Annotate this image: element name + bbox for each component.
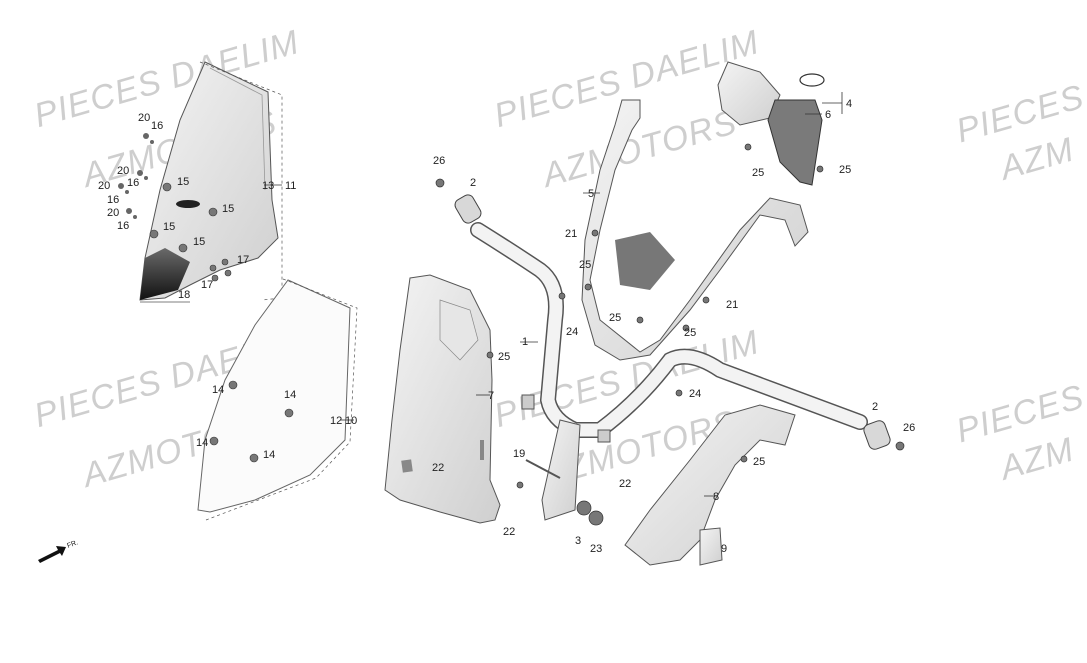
front-direction-arrow: FR. xyxy=(38,539,79,563)
label-20-c: 20 xyxy=(98,180,110,192)
label-25-b: 25 xyxy=(609,312,621,324)
label-26-a: 26 xyxy=(433,155,445,167)
label-1: 1 xyxy=(522,336,528,348)
brand-badge xyxy=(176,200,200,208)
label-11: 11 xyxy=(285,180,296,192)
label-6: 6 xyxy=(825,109,831,121)
label-15-b: 15 xyxy=(222,203,234,215)
label-2-left: 2 xyxy=(470,177,476,189)
label-7: 7 xyxy=(488,390,494,402)
label-4: 4 xyxy=(846,98,852,110)
label-15-d: 15 xyxy=(193,236,205,248)
label-25-f: 25 xyxy=(498,351,510,363)
label-17-a: 17 xyxy=(237,254,249,266)
handle-cover-upper xyxy=(581,99,809,361)
windscreen-upper xyxy=(118,61,283,303)
label-21-a: 21 xyxy=(565,228,577,240)
label-20-b: 20 xyxy=(117,165,129,177)
label-10: 10 xyxy=(345,415,357,427)
label-25-a: 25 xyxy=(579,259,591,271)
bar-end-left xyxy=(454,194,482,224)
label-20-d: 20 xyxy=(107,207,119,219)
label-2-right: 2 xyxy=(872,401,878,413)
label-15-a: 15 xyxy=(177,176,189,188)
label-25-e: 25 xyxy=(839,164,851,176)
label-14-b: 14 xyxy=(284,389,296,401)
label-22-b: 22 xyxy=(503,526,515,538)
label-22-a: 22 xyxy=(432,462,444,474)
front-inner-cover xyxy=(384,274,501,524)
label-24-b: 24 xyxy=(689,388,701,400)
label-24-a: 24 xyxy=(566,326,578,338)
label-26-b: 26 xyxy=(903,422,915,434)
label-21-b: 21 xyxy=(726,299,738,311)
label-16-b: 16 xyxy=(127,177,139,189)
label-16-a: 16 xyxy=(151,120,163,132)
bar-end-right xyxy=(863,420,891,450)
label-22-c: 22 xyxy=(619,478,631,490)
label-8: 8 xyxy=(713,491,719,503)
label-14-a: 14 xyxy=(212,384,224,396)
label-14-d: 14 xyxy=(263,449,275,461)
label-25-d: 25 xyxy=(752,167,764,179)
label-13: 13 xyxy=(262,180,274,192)
label-23: 23 xyxy=(590,543,602,555)
handlebar xyxy=(470,222,868,521)
label-9: 9 xyxy=(721,543,727,555)
front-direction-label: FR. xyxy=(66,539,79,549)
windscreen-lower xyxy=(197,278,358,521)
leader-lines xyxy=(264,92,843,497)
label-17-b: 17 xyxy=(201,279,213,291)
label-16-c: 16 xyxy=(107,194,119,206)
label-3: 3 xyxy=(575,535,581,547)
label-18: 18 xyxy=(178,289,190,301)
label-19: 19 xyxy=(513,448,525,460)
label-20-a: 20 xyxy=(138,112,150,124)
label-12: 12 xyxy=(330,415,342,427)
label-25-c: 25 xyxy=(684,327,696,339)
meter-cover xyxy=(717,61,825,186)
handle-cover-lower xyxy=(624,404,796,566)
bolts xyxy=(435,143,905,526)
label-15-c: 15 xyxy=(163,221,175,233)
label-14-c: 14 xyxy=(196,437,208,449)
label-5: 5 xyxy=(588,188,594,200)
label-25-g: 25 xyxy=(753,456,765,468)
label-16-d: 16 xyxy=(117,220,129,232)
